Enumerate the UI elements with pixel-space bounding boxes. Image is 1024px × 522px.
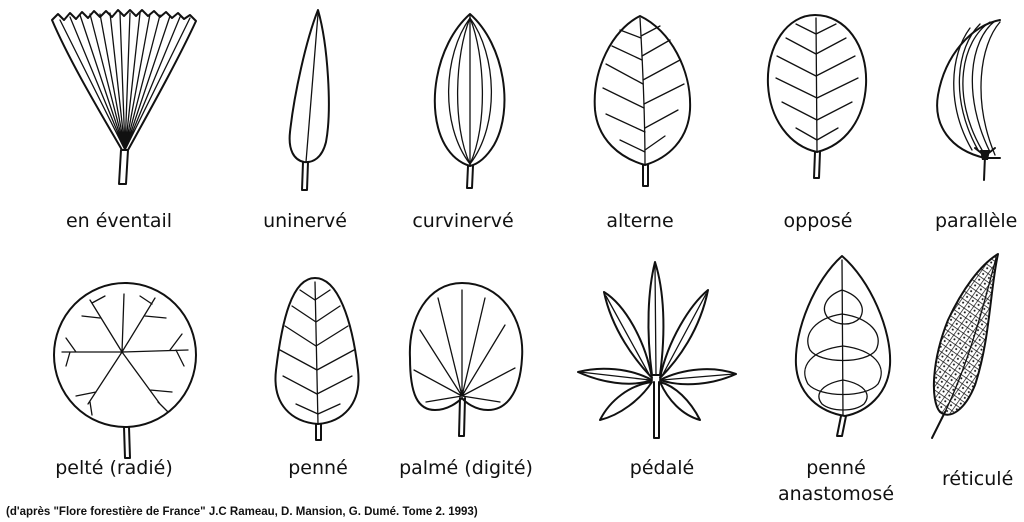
leaf-pedale-drawing: [578, 262, 736, 438]
leaf-palme-drawing: [410, 283, 522, 436]
label-penne-anastomose-line2: anastomosé: [778, 483, 894, 505]
label-curvinerve: curvinervé: [412, 210, 513, 232]
label-palme: palmé (digité): [399, 457, 533, 479]
leaf-oppose-drawing: [768, 15, 866, 178]
leaf-uninerve-drawing: [290, 10, 329, 190]
label-parallele: parallèle: [935, 210, 1017, 232]
label-pelte: pelté (radié): [55, 457, 173, 479]
leaf-penne-drawing: [275, 278, 358, 440]
label-reticule: réticulé: [942, 468, 1013, 490]
leaf-penne-anastomose-drawing: [796, 256, 890, 436]
label-penne-anastomose-line1: penné: [806, 457, 866, 479]
label-uninerve: uninervé: [263, 210, 347, 232]
source-caption: (d'après "Flore forestière de France" J.…: [6, 506, 478, 518]
label-oppose: opposé: [784, 210, 853, 232]
leaf-parallele-drawing: [937, 20, 1000, 180]
leaf-alterne-drawing: [595, 16, 690, 186]
leaf-pelte-drawing: [54, 283, 196, 458]
leaf-reticule-drawing: [932, 254, 998, 438]
leaf-curvinerve-drawing: [435, 14, 505, 188]
label-penne: penné: [288, 457, 348, 479]
label-pedale: pédalé: [630, 457, 694, 479]
label-alterne: alterne: [606, 210, 673, 232]
label-en-eventail: en éventail: [66, 210, 172, 232]
leaf-en-eventail-drawing: [52, 10, 196, 184]
